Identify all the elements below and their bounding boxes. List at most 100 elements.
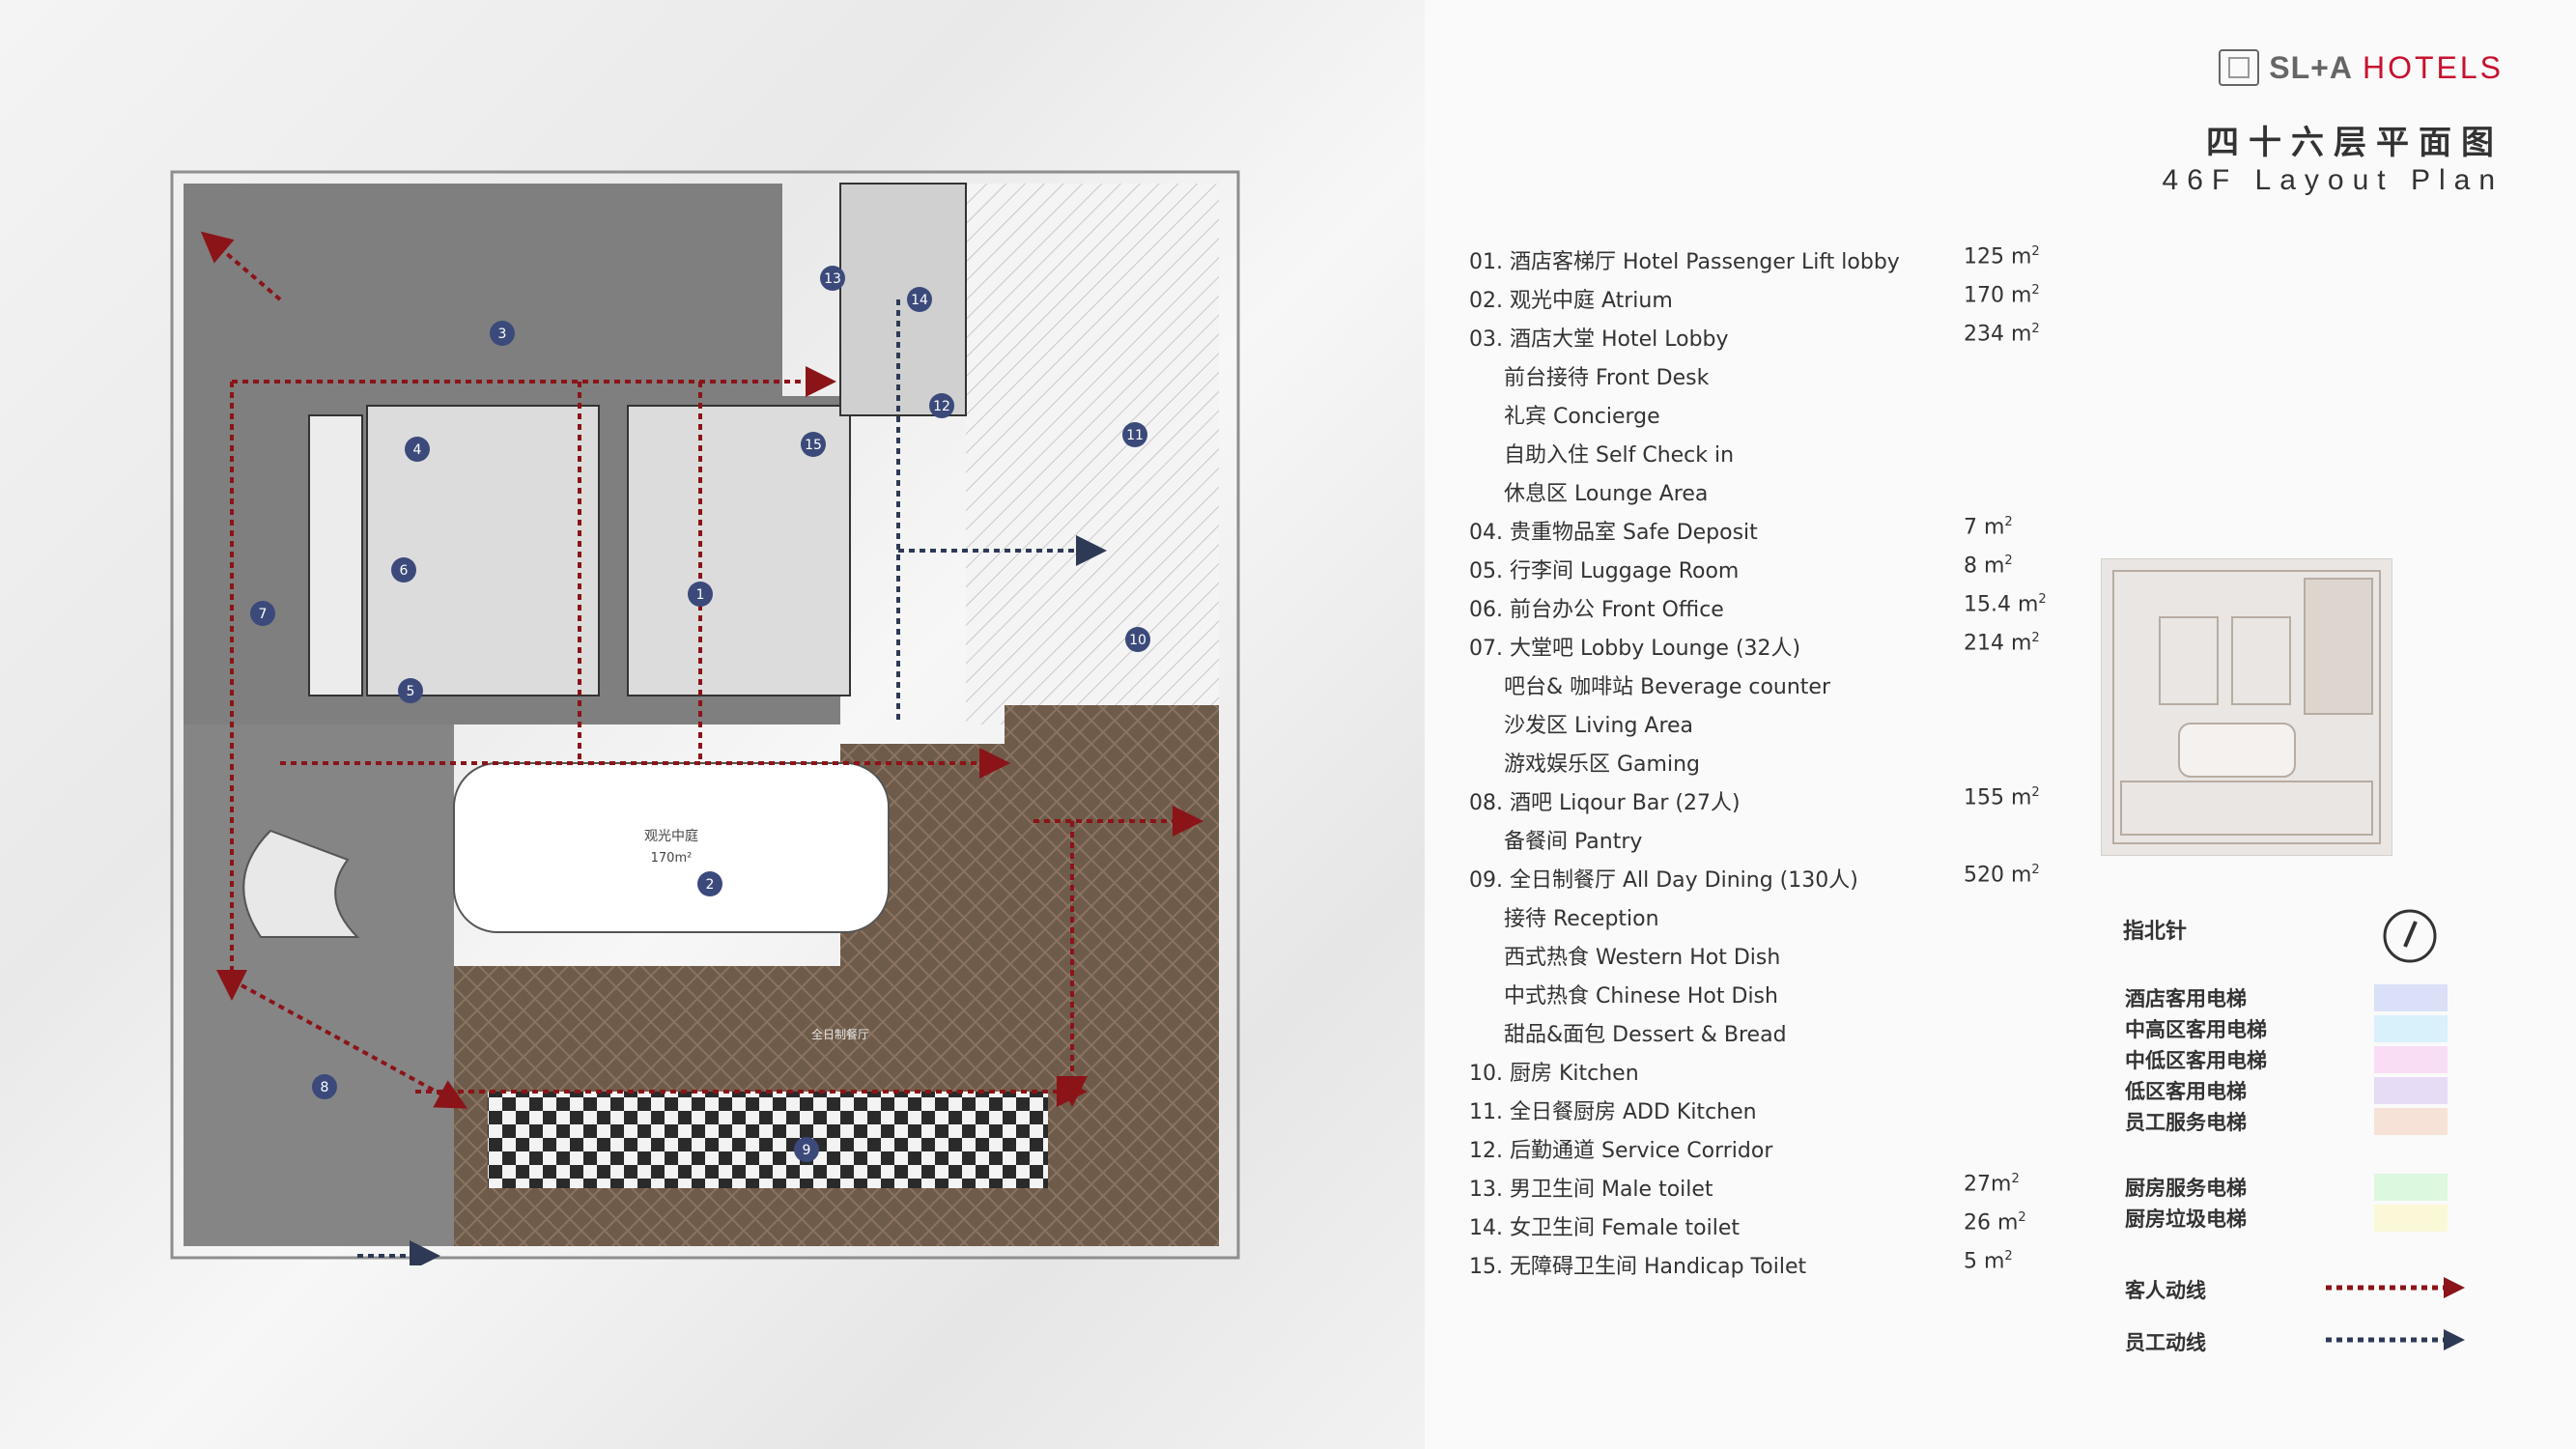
compass-icon [2383,909,2437,963]
legend-item-label: 08. 酒吧 Liqour Bar (27人) [1469,791,1741,815]
marker-7: 7 [259,607,268,622]
legend-item-label: 06. 前台办公 Front Office [1469,598,1724,622]
legend-item-label: 13. 男卫生间 Male toilet [1469,1178,1713,1202]
swatch-chip [2374,1077,2448,1104]
swatch-label: 低区客用电梯 [2125,1080,2247,1103]
area-unit-sup: 2 [2031,283,2040,298]
toilets [839,183,967,416]
atrium [453,762,890,933]
marker-4: 4 [413,442,422,458]
legend-item-label: 07. 大堂吧 Lobby Lounge (32人) [1469,637,1801,661]
elevator-swatch-row: 低区客用电梯 [2125,1074,2473,1105]
legend-item-area: 234 m2 [1964,322,2040,346]
legend-item-label: 11. 全日餐厨房 ADD Kitchen [1469,1100,1757,1124]
guest-flow [200,231,1203,1109]
legend-item: 08. 酒吧 Liqour Bar (27人)155 m2 [1469,785,2068,824]
legend-item: 接待 Reception [1469,901,2068,940]
area-unit-sup: 2 [2004,515,2013,529]
legend-item-label: 前台接待 Front Desk [1504,366,1710,390]
marker-1: 1 [696,587,705,603]
legend-item-area: 125 m2 [1964,244,2040,269]
legend-item-label: 游戏娱乐区 Gaming [1504,753,1700,777]
legend-item-label: 03. 酒店大堂 Hotel Lobby [1469,327,1729,352]
legend-item: 10. 厨房 Kitchen [1469,1056,2068,1094]
legend-item: 西式热食 Western Hot Dish [1469,940,2068,979]
area-value: 520 m [1964,863,2032,888]
area-value: 155 m [1964,785,2032,810]
legend-item-label: 接待 Reception [1504,907,1659,931]
flow-label: 员工动线 [2125,1331,2206,1354]
atrium-area: 170m² [651,851,693,866]
flow-row: 客人动线 [2125,1273,2473,1325]
legend-item-label: 休息区 Lounge Area [1504,482,1709,506]
area-unit-sup: 2 [2031,322,2040,336]
area-value: 8 m [1964,554,2005,579]
area-unit-sup: 2 [2031,863,2040,877]
flow-arrow-icon [2326,1329,2465,1350]
legend-item: 前台接待 Front Desk [1469,360,2068,399]
legend-item-label: 09. 全日制餐厅 All Day Dining (130人) [1469,868,1858,893]
marker-9: 9 [803,1143,811,1158]
floor-plan-drawing: 观光中庭 170m² 全日制餐厅 1 2 3 [170,170,1240,1265]
dining-checker-floor [488,1092,1048,1188]
elevator-swatch-row: 厨房垃圾电梯 [2125,1202,2473,1233]
flow-legend: 客人动线员工动线 [2125,1273,2473,1378]
staff-flow [357,299,1107,1265]
brand-name: HOTELS [2362,49,2504,85]
legend-item: 自助入住 Self Check in [1469,438,2068,476]
core-left [366,405,600,696]
legend-item: 07. 大堂吧 Lobby Lounge (32人) 214 m2 [1469,631,2068,669]
legend-item: 备餐间 Pantry [1469,824,2068,863]
area-value: 125 m [1964,244,2032,270]
elevator-swatch-row: 中低区客用电梯 [2125,1043,2473,1074]
marker-12: 12 [933,399,950,414]
elevator-swatch-row: 中高区客用电梯 [2125,1012,2473,1043]
swatch-label: 中低区客用电梯 [2125,1049,2267,1072]
building-outline [170,170,1240,1260]
area-unit-sup: 2 [2031,631,2040,645]
flow-label: 客人动线 [2125,1279,2206,1302]
marker-3: 3 [498,327,507,342]
page-title-en: 46F Layout Plan [2162,164,2504,196]
area-value: 27m [1964,1172,2012,1197]
legend-item-label: 15. 无障碍卫生间 Handicap Toilet [1469,1255,1807,1279]
legend-item-label: 西式热食 Western Hot Dish [1504,946,1781,970]
area-unit-sup: 2 [2018,1210,2026,1225]
area-unit-sup: 2 [2004,554,2013,568]
area-value: 15.4 m [1964,592,2039,617]
legend-item: 吧台& 咖啡站 Beverage counter [1469,669,2068,708]
north-label: 指北针 [2123,920,2188,944]
legend-item-label: 沙发区 Living Area [1504,714,1694,738]
elevator-swatch-row: 厨房服务电梯 [2125,1171,2473,1202]
brand-logo: SL+A HOTELS [2219,48,2504,87]
swatch-label: 厨房服务电梯 [2125,1177,2247,1200]
swatch-chip [2374,1174,2448,1201]
swatch-chip [2374,984,2448,1011]
legend-item: 沙发区 Living Area [1469,708,2068,747]
area-unit-sup: 2 [2011,1172,2020,1186]
legend-item: 12. 后勤通道 Service Corridor [1469,1133,2068,1172]
legend-item-label: 吧台& 咖啡站 Beverage counter [1504,675,1830,699]
bar-floor [184,724,454,1246]
swatch-chip [2374,1108,2448,1135]
key-plan-drawing [2112,570,2381,844]
elevator-legend: 酒店客用电梯中高区客用电梯中低区客用电梯低区客用电梯员工服务电梯厨房服务电梯厨房… [2125,981,2473,1233]
legend-item-label: 02. 观光中庭 Atrium [1469,289,1673,313]
area-value: 26 m [1964,1210,2019,1236]
legend-item-label: 自助入住 Self Check in [1504,443,1735,468]
north-arrow: 指北针 [1922,908,2463,963]
marker-11: 11 [1126,428,1144,443]
legend-item-label: 12. 后勤通道 Service Corridor [1469,1139,1773,1163]
legend-item-label: 甜品&面包 Dessert & Bread [1504,1023,1787,1047]
legend-item-area: 214 m2 [1964,631,2040,655]
atrium-label: 观光中庭 [644,828,698,844]
swatch-chip [2374,1015,2448,1042]
bar-counter [242,829,360,938]
legend-item-area: 520 m2 [1964,863,2040,887]
